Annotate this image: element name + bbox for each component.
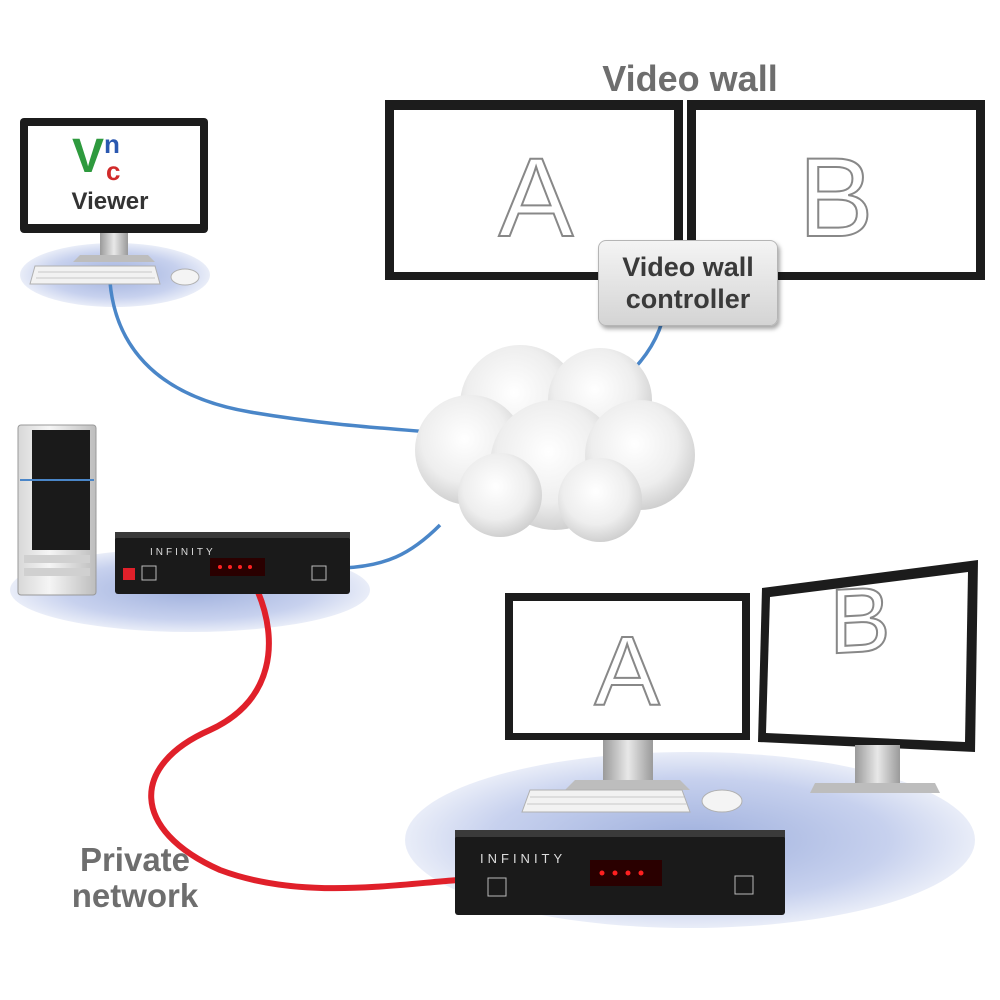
user-monitor-b: B: [758, 560, 978, 793]
user-screen-b: B: [829, 567, 890, 673]
cloud-icon: [415, 345, 695, 542]
controller-label-line1: Video wall: [622, 252, 754, 282]
video-wall-screen-a: A: [499, 135, 574, 260]
vnc-mouse: [170, 268, 200, 286]
video-wall-controller: Video wall controller: [598, 240, 778, 326]
controller-label-line2: controller: [625, 284, 751, 314]
vnc-viewer-monitor: V n c: [20, 118, 208, 262]
user-mouse: [701, 789, 743, 813]
video-wall-title: Video wall: [602, 58, 778, 99]
infinity-receiver: INFINITY: [455, 830, 785, 915]
vnc-logo-n: n: [104, 129, 120, 159]
user-monitor-a: A: [505, 593, 750, 790]
network-cable-vnc: [108, 281, 431, 434]
vnc-keyboard: [29, 265, 161, 285]
vnc-viewer-label: Viewer: [71, 188, 149, 215]
receiver-brand: INFINITY: [480, 851, 566, 866]
transmitter-brand: INFINITY: [150, 547, 216, 558]
user-screen-a: A: [594, 616, 660, 726]
vnc-logo-c: c: [106, 156, 120, 186]
private-network-line1: Private: [79, 841, 191, 878]
vnc-logo-v: V: [72, 130, 104, 183]
network-cable-device: [342, 523, 442, 570]
private-network-line2: network: [71, 877, 199, 914]
private-network-cable: [148, 590, 459, 892]
video-wall-monitor-a: A: [385, 100, 683, 280]
infinity-transmitter: INFINITY: [115, 532, 350, 594]
video-wall-screen-b: B: [799, 135, 874, 260]
server-tower: [17, 424, 97, 596]
user-keyboard: [521, 789, 691, 813]
private-network-label: Private network: [40, 842, 230, 914]
